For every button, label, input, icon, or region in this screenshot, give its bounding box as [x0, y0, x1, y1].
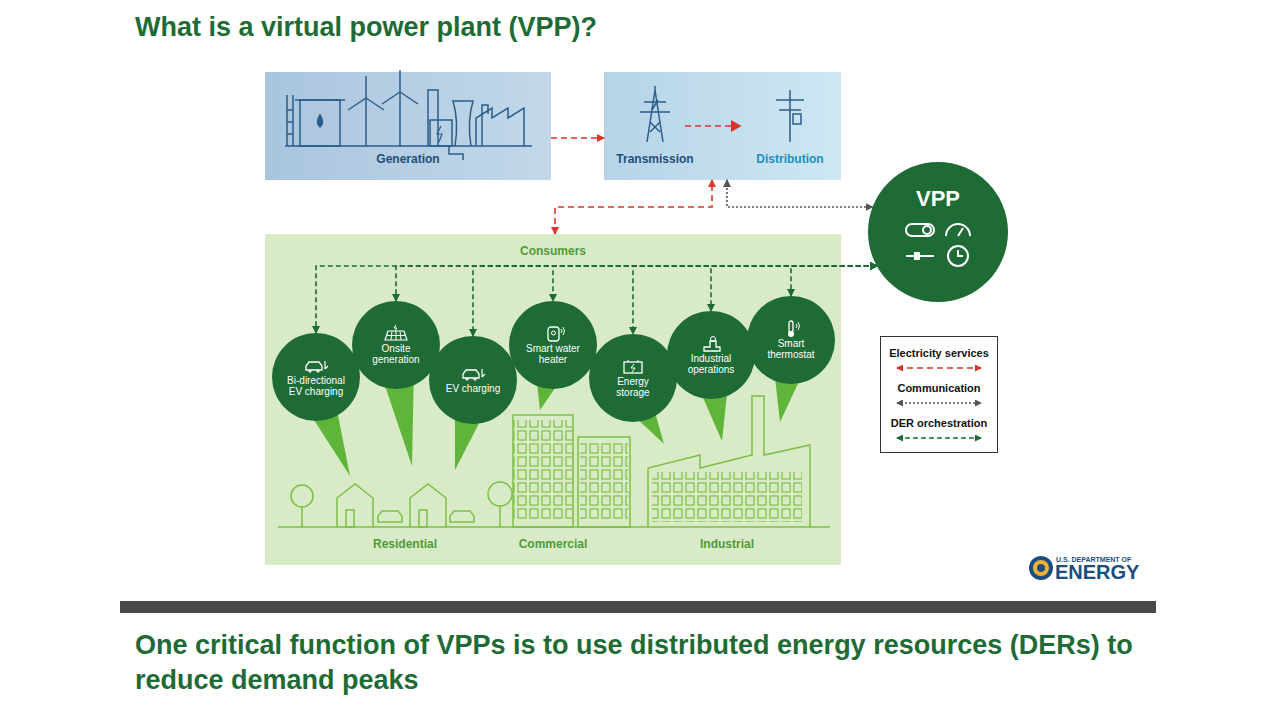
- slide-title: What is a virtual power plant (VPP)?: [135, 12, 597, 43]
- resource-icon: [383, 325, 409, 343]
- resource-circle: Industrial operations: [667, 311, 755, 399]
- generation-box: Generation: [265, 72, 551, 180]
- divider-bar: [120, 601, 1156, 613]
- resource-circle: Smart water heater: [509, 301, 597, 389]
- vpp-icons: [904, 220, 972, 268]
- resource-icon: [620, 358, 646, 376]
- legend-item: DER orchestration: [881, 417, 997, 447]
- legend-text: Electricity services: [881, 347, 997, 359]
- legend-item: Electricity services: [881, 347, 997, 377]
- legend-text: Communication: [881, 382, 997, 394]
- generation-icons: [285, 70, 532, 160]
- resource-circle: Bi-directional EV charging: [272, 333, 360, 421]
- generation-panel: [265, 72, 551, 180]
- legend-item: Communication: [881, 382, 997, 412]
- resource-circle: Onsite generation: [352, 301, 440, 389]
- grid-panel: [604, 72, 841, 180]
- legend-sample: [893, 398, 985, 408]
- connector: [791, 266, 877, 296]
- resource-circle: EV charging: [429, 336, 517, 424]
- resource-icon: [303, 357, 329, 375]
- grid-icons: [640, 86, 804, 142]
- resource-icon: [460, 365, 486, 383]
- legend-text: DER orchestration: [881, 417, 997, 429]
- resource-label: Industrial operations: [679, 353, 743, 376]
- panel-heading: Consumers: [520, 244, 586, 258]
- resource-label: Smart water heater: [521, 343, 585, 366]
- resource-icon: [540, 325, 566, 343]
- consumer-buildings: [278, 396, 830, 527]
- legend-sample: [893, 433, 985, 443]
- resource-circle: Smart thermostat: [747, 296, 835, 384]
- connector: [555, 180, 712, 234]
- connector: [396, 266, 877, 301]
- consumers-panel: ConsumersBi-directional EV charging Onsit…: [265, 234, 841, 565]
- sector-label: Commercial: [519, 537, 588, 551]
- box-label: Generation: [376, 152, 439, 166]
- doe-seal: [1029, 556, 1053, 580]
- grid-label: Distribution: [756, 152, 823, 166]
- legend-sample: [893, 363, 985, 373]
- resource-icon: [698, 335, 724, 353]
- sector-label: Industrial: [700, 537, 754, 551]
- resource-label: Bi-directional EV charging: [284, 375, 348, 398]
- resource-icon: [778, 320, 804, 338]
- resource-label: Energy storage: [601, 376, 665, 399]
- logo-wordmark: ENERGY: [1055, 561, 1139, 584]
- resource-label: Smart thermostat: [759, 338, 823, 361]
- grid-label: Transmission: [616, 152, 693, 166]
- vpp-label: VPP: [916, 186, 960, 212]
- resource-circle: Energy storage: [589, 334, 677, 422]
- consumers-panel: [265, 234, 841, 565]
- connector: [551, 137, 604, 139]
- legend-box: Electricity servicesCommunicationDER orc…: [880, 336, 998, 453]
- slide-caption: One critical function of VPPs is to use …: [135, 628, 1135, 698]
- connector: [727, 180, 873, 207]
- grid-box: Transmission Distribution: [604, 72, 841, 180]
- connector: [553, 266, 877, 301]
- resource-label: Onsite generation: [364, 343, 428, 366]
- resource-label: EV charging: [441, 383, 505, 395]
- vpp-circle: VPP: [868, 162, 1008, 302]
- sector-label: Residential: [373, 537, 437, 551]
